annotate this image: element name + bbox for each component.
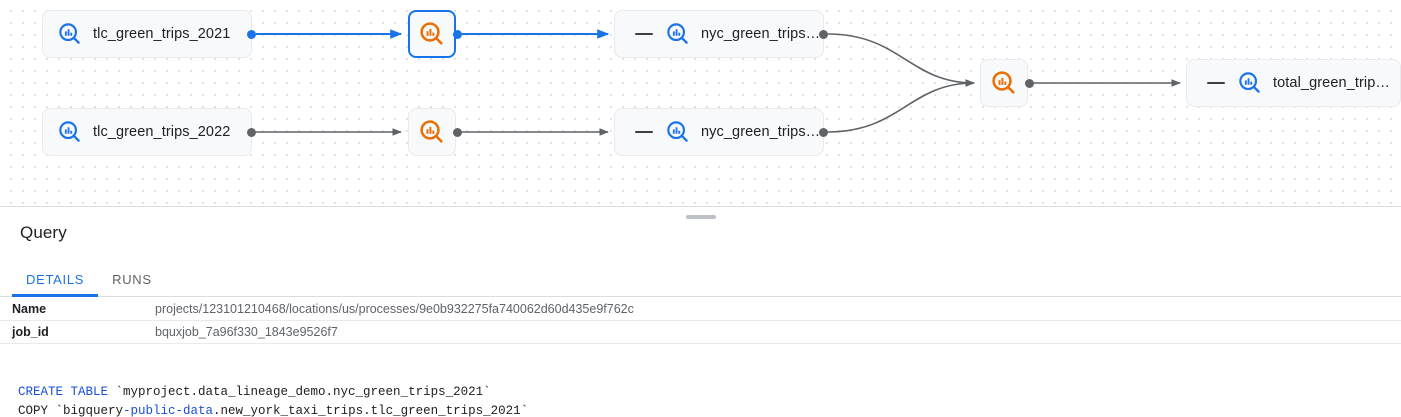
page-title: Query: [20, 223, 67, 242]
bigquery-table-icon: [665, 21, 691, 47]
node-port-out-nyc2022[interactable]: [819, 128, 828, 137]
sql-line2-operator: -public-data: [123, 404, 214, 417]
edge-nyc2021-to-merge: [827, 33, 975, 87]
node-port-out-process2021[interactable]: [453, 30, 462, 39]
drag-handle-bar[interactable]: [685, 214, 716, 219]
lineage-graph-canvas[interactable]: tlc_green_trips_2021 tlc_green_trips_202…: [0, 0, 1401, 206]
bigquery-process-icon: [418, 118, 446, 146]
bigquery-table-icon: [57, 119, 83, 145]
sql-code-block[interactable]: CREATE TABLE `myproject.data_lineage_dem…: [0, 371, 1401, 417]
lineage-node-total-green-trips[interactable]: total_green_trip…: [1186, 59, 1401, 107]
sql-line2-rest: .new_york_taxi_trips.tlc_green_trips_202…: [213, 404, 529, 417]
table-row: job_id bquxjob_7a96f330_1843e9526f7: [0, 321, 1401, 344]
lineage-node-process-2022[interactable]: [408, 108, 456, 156]
tab-details[interactable]: DETAILS: [12, 272, 99, 297]
lineage-node-process-merge[interactable]: [980, 59, 1028, 107]
lineage-node-label: total_green_trip…: [1273, 75, 1390, 91]
collapse-dash-icon[interactable]: [635, 131, 653, 133]
bigquery-process-icon: [418, 20, 446, 48]
bigquery-table-icon: [57, 21, 83, 47]
lineage-node-tlc-green-trips-2021[interactable]: tlc_green_trips_2021: [42, 10, 252, 58]
lineage-node-tlc-green-trips-2022[interactable]: tlc_green_trips_2022: [42, 108, 252, 156]
node-port-out-tlc2022[interactable]: [247, 128, 256, 137]
edge-nyc2022-to-merge: [827, 79, 975, 133]
panel-tabs: DETAILS RUNS: [0, 263, 1401, 297]
sql-line2-pre: COPY `bigquery: [18, 404, 124, 417]
node-port-out-process2022[interactable]: [453, 128, 462, 137]
collapse-dash-icon[interactable]: [635, 33, 653, 35]
node-port-out-merge[interactable]: [1025, 79, 1034, 88]
node-port-out-tlc2021[interactable]: [247, 30, 256, 39]
lineage-node-nyc-green-trips-2021[interactable]: nyc_green_trips…: [614, 10, 824, 58]
node-port-out-nyc2021[interactable]: [819, 30, 828, 39]
bigquery-table-icon: [665, 119, 691, 145]
lineage-node-label: nyc_green_trips…: [701, 26, 821, 42]
lineage-node-label: tlc_green_trips_2022: [93, 124, 231, 140]
lineage-node-label: tlc_green_trips_2021: [93, 26, 231, 42]
bigquery-table-icon: [1237, 70, 1263, 96]
bigquery-process-icon: [990, 69, 1018, 97]
detail-value-name: projects/123101210468/locations/us/proce…: [155, 302, 634, 316]
detail-key-job-id: job_id: [12, 325, 49, 339]
lineage-node-nyc-green-trips-2022[interactable]: nyc_green_trips…: [614, 108, 824, 156]
lineage-node-label: nyc_green_trips…: [701, 124, 821, 140]
tab-runs[interactable]: RUNS: [112, 272, 152, 287]
panel-resize-handle[interactable]: [0, 207, 1401, 221]
detail-key-name: Name: [12, 302, 47, 316]
details-table: Name projects/123101210468/locations/us/…: [0, 298, 1401, 344]
sql-line1-rest: `myproject.data_lineage_demo.nyc_green_t…: [108, 385, 491, 399]
lineage-node-process-2021-selected[interactable]: [408, 10, 456, 58]
collapse-dash-icon[interactable]: [1207, 82, 1225, 84]
table-row: Name projects/123101210468/locations/us/…: [0, 298, 1401, 321]
details-panel: Query DETAILS RUNS Name projects/1231012…: [0, 206, 1401, 417]
detail-value-job-id: bquxjob_7a96f330_1843e9526f7: [155, 325, 338, 339]
sql-keyword-create-table: CREATE TABLE: [18, 385, 109, 399]
